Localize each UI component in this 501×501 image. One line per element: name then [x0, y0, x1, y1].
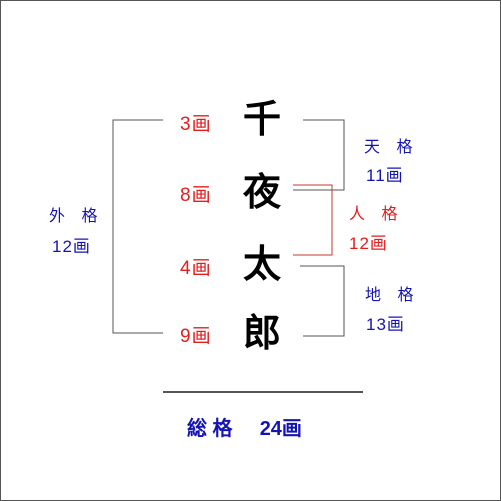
gaikaku-label: 外 格: [49, 208, 104, 225]
gaikaku-bracket: [112, 119, 163, 334]
name-char-2: 夜: [242, 169, 281, 214]
chikaku-value: 13画: [366, 315, 405, 334]
stroke-count-2: 8画: [180, 185, 212, 206]
name-char-4: 郎: [242, 310, 281, 355]
chikaku-label: 地 格: [365, 287, 420, 304]
jinkaku-bracket: [293, 184, 333, 256]
stroke-count-1: 3画: [180, 114, 212, 135]
name-char-1: 千: [242, 96, 281, 141]
gaikaku-value: 12画: [52, 237, 91, 256]
tenkaku-bracket: [293, 119, 345, 191]
soukaku-label: 総 格: [187, 418, 233, 440]
stroke-count-3: 4画: [180, 258, 212, 279]
soukaku-total: 総 格 24画: [187, 412, 302, 441]
chikaku-bracket: [300, 265, 345, 337]
name-char-3: 太: [242, 241, 281, 286]
jinkaku-value: 12画: [349, 234, 388, 253]
tenkaku-label: 天 格: [364, 139, 419, 156]
jinkaku-label: 人 格: [349, 206, 404, 223]
stroke-count-4: 9画: [180, 326, 212, 347]
soukaku-value: 24画: [259, 418, 302, 440]
tenkaku-value: 11画: [366, 166, 404, 185]
